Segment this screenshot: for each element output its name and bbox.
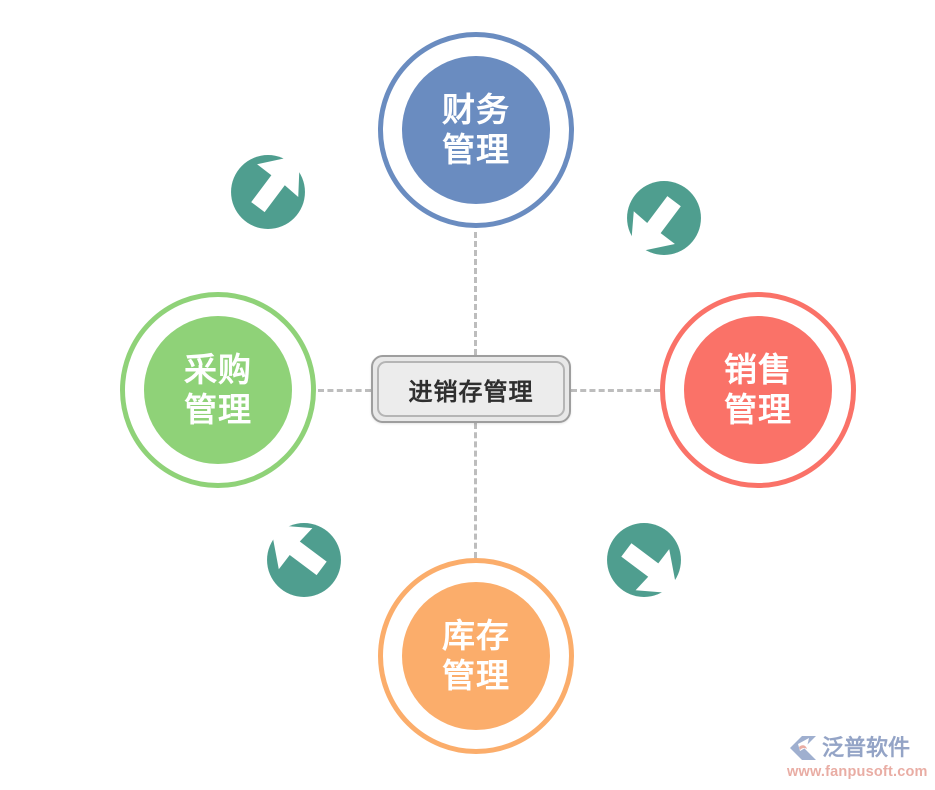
fanpu-logo-icon: [787, 734, 819, 762]
connector-center-to-finance: [474, 232, 477, 355]
rotation-arrow-down-left-icon: [622, 176, 706, 260]
node-sales-label-line2: 管理: [724, 391, 792, 428]
center-node-label: 进销存管理: [408, 378, 534, 406]
rotation-arrow-up-left-icon: [262, 518, 346, 602]
node-finance-inner: 财务 管理: [402, 56, 550, 204]
node-inventory[interactable]: 库存 管理: [378, 558, 574, 754]
node-purchase-label-line2: 管理: [184, 391, 252, 428]
node-sales-inner: 销售 管理: [684, 316, 832, 464]
node-finance-label-line2: 管理: [442, 131, 510, 168]
node-sales-label-line1: 销售: [724, 350, 792, 388]
node-finance[interactable]: 财务 管理: [378, 32, 574, 228]
center-node-inner-frame: 进销存管理: [377, 361, 565, 417]
node-inventory-label-line2: 管理: [442, 657, 510, 694]
rotation-arrow-down-right-icon: [602, 518, 686, 602]
node-inventory-label-line1: 库存: [442, 616, 510, 654]
node-finance-label-line1: 财务: [442, 90, 510, 128]
node-purchase-inner: 采购 管理: [144, 316, 292, 464]
rotation-arrow-up-right-icon: [226, 150, 310, 234]
watermark-url: www.fanpusoft.com: [787, 764, 928, 780]
center-node-inventory-management[interactable]: 进销存管理: [371, 355, 571, 423]
watermark-row: 泛普软件: [787, 734, 927, 762]
node-inventory-inner: 库存 管理: [402, 582, 550, 730]
connector-center-to-inventory: [474, 423, 477, 558]
node-sales[interactable]: 销售 管理: [660, 292, 856, 488]
watermark-logo: 泛普软件 www.fanpusoft.com: [787, 734, 927, 780]
connector-center-to-sales: [571, 389, 660, 392]
node-purchase-label-line1: 采购: [184, 350, 252, 388]
watermark-company-name: 泛普软件: [822, 735, 911, 760]
node-purchase[interactable]: 采购 管理: [120, 292, 316, 488]
connector-center-to-purchase: [318, 389, 371, 392]
